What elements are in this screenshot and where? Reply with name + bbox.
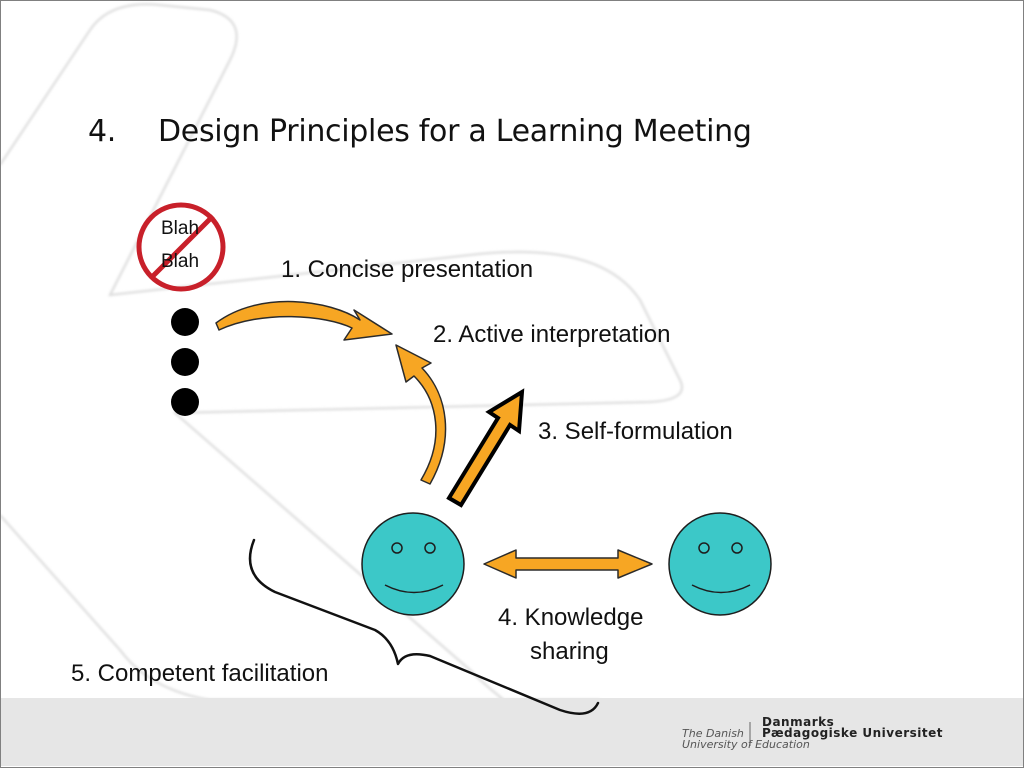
title-text: Design Principles for a Learning Meeting (158, 114, 752, 149)
double-arrow-knowledge-sharing (483, 549, 653, 579)
principle-5-label: 5. Competent facilitation (71, 660, 329, 687)
bullet-dot-2 (171, 348, 199, 376)
smiley-face-right (668, 512, 772, 616)
curved-arrow-interpretation (395, 344, 447, 485)
slide-title: 4. Design Principles for a Learning Meeti… (88, 114, 752, 149)
principle-4-label-line1: 4. Knowledge (498, 604, 644, 631)
straight-arrow-self-formulation (446, 388, 525, 508)
logo-english-line-2: University of Education (682, 738, 810, 751)
blah-line-1: Blah (161, 218, 200, 239)
principle-1-label: 1. Concise presentation (281, 256, 534, 283)
prohibition-icon (136, 202, 226, 292)
blah-line-2: Blah (161, 251, 200, 272)
facilitation-brace (248, 538, 600, 715)
principle-4-label-line2: sharing (530, 638, 609, 665)
title-number: 4. (88, 114, 117, 149)
logo-english-line-1: The Danish (682, 727, 744, 740)
curved-arrow-concise (215, 300, 393, 341)
logo-line-1: Danmarks (762, 715, 835, 729)
smiley-face-left (361, 512, 465, 616)
logo-line-2: Pædagogiske Universitet (762, 726, 944, 740)
bullet-dot-3 (171, 388, 199, 416)
footer-band (1, 698, 1023, 766)
principle-2-label: 2. Active interpretation (433, 321, 671, 348)
bullet-dot-1 (171, 308, 199, 336)
principle-3-label: 3. Self-formulation (538, 418, 733, 445)
